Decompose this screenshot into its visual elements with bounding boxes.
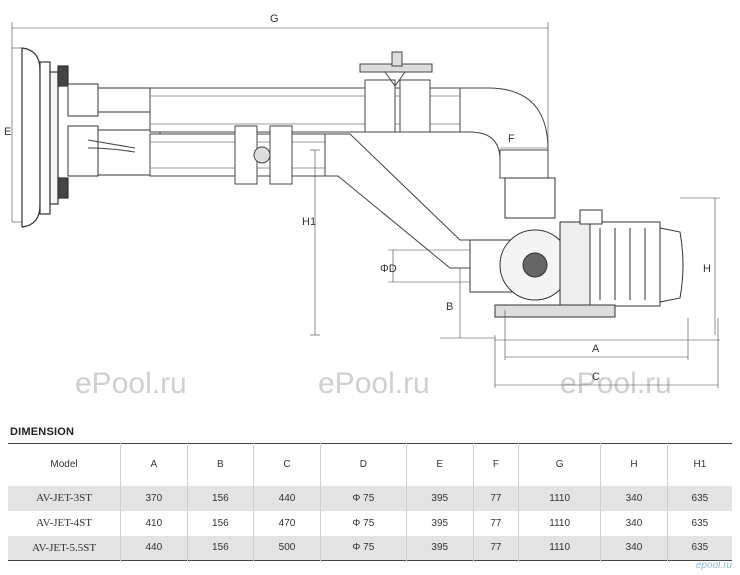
cell-d: Φ 75	[319, 485, 407, 511]
cell-model: AV-JET-4ST	[36, 517, 92, 529]
dim-label-h: H	[703, 263, 711, 275]
cell-a: 370	[120, 485, 188, 511]
cell-model: AV-JET-5.5ST	[31, 541, 97, 554]
dim-label-f: F	[508, 133, 515, 145]
watermark-2: ePool.ru	[318, 367, 430, 400]
cell-d: Φ 75	[319, 535, 407, 561]
cell-a: 410	[120, 510, 188, 536]
cell-f: 77	[472, 535, 519, 561]
dimension-lines	[11, 22, 720, 388]
table-header-row: Model A B C D E F G H H1	[8, 443, 732, 486]
dim-label-b: B	[446, 301, 453, 313]
header-b: B	[186, 443, 254, 486]
wall-flange	[21, 47, 69, 228]
cell-f: 77	[472, 510, 519, 536]
lower-valve	[234, 125, 293, 185]
cell-b: 156	[186, 535, 254, 561]
pump	[469, 177, 684, 318]
dim-label-h1: H1	[302, 216, 316, 228]
cell-a: 440	[120, 535, 188, 561]
lower-pipe	[149, 133, 489, 269]
header-g: G	[518, 443, 601, 486]
cell-h1: 635	[666, 535, 732, 561]
dim-label-a: A	[592, 343, 600, 355]
table-row: AV-JET-4ST 410 156 470 Φ 75 395 77 1110 …	[8, 510, 732, 536]
cell-g: 1110	[518, 535, 601, 561]
cell-h1: 635	[666, 510, 732, 536]
dimension-table: Model A B C D E F G H H1 AV-JET-3ST 370 …	[8, 443, 732, 561]
cell-c: 500	[253, 535, 321, 561]
nozzle-body	[67, 83, 161, 177]
cell-c: 470	[253, 510, 321, 536]
cell-b: 156	[186, 485, 254, 511]
dim-label-g: G	[270, 13, 279, 25]
cell-h1: 635	[666, 485, 732, 511]
cell-d: Φ 75	[319, 510, 407, 536]
cell-e: 395	[405, 510, 474, 536]
cell-g: 1110	[518, 485, 601, 511]
cell-f: 77	[472, 485, 519, 511]
upper-valve	[359, 51, 433, 133]
cell-e: 395	[405, 535, 474, 561]
watermark-1: ePool.ru	[75, 367, 187, 400]
header-h1: H1	[666, 443, 732, 486]
header-h: H	[600, 443, 668, 486]
header-f: F	[472, 443, 519, 486]
header-model: Model	[50, 459, 78, 471]
dim-label-d: ΦD	[380, 263, 397, 275]
cell-g: 1110	[518, 510, 601, 536]
header-e: E	[405, 443, 474, 486]
header-d: D	[319, 443, 407, 486]
cell-c: 440	[253, 485, 321, 511]
technical-drawing: ePool.ru ePool.ru ePool.ru u	[4, 13, 720, 400]
table-title: DIMENSION	[10, 426, 75, 438]
header-c: C	[253, 443, 321, 486]
dim-label-c: C	[592, 371, 600, 383]
table-row: AV-JET-3ST 370 156 440 Φ 75 395 77 1110 …	[8, 485, 732, 511]
cell-e: 395	[405, 485, 474, 511]
site-logo: epool.ru	[695, 560, 732, 571]
cell-b: 156	[186, 510, 254, 536]
table-row: AV-JET-5.5ST 440 156 500 Φ 75 395 77 111…	[8, 535, 732, 561]
upper-pipe	[149, 87, 549, 179]
cell-h: 340	[600, 535, 668, 561]
header-a: A	[120, 443, 188, 486]
cell-model: AV-JET-3ST	[36, 492, 92, 504]
cell-h: 340	[600, 510, 668, 536]
cell-h: 340	[600, 485, 668, 511]
watermark-3: ePool.ru	[560, 367, 672, 400]
dim-label-e: E	[4, 126, 11, 138]
